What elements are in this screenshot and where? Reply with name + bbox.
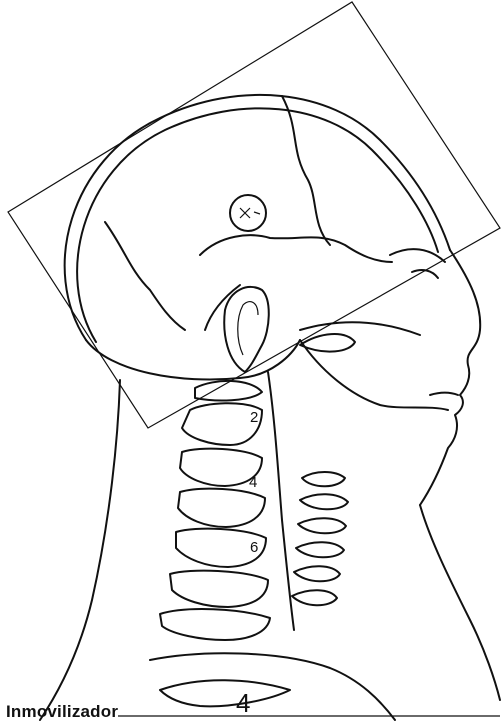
eye	[412, 270, 438, 278]
suture-lambdoid	[105, 222, 185, 330]
suture-parietal	[205, 285, 240, 330]
ear-inner	[238, 302, 258, 355]
clavicle	[150, 653, 395, 720]
trachea	[292, 472, 348, 605]
neck-front	[420, 505, 500, 700]
pharynx-wall	[268, 372, 294, 630]
neck-back	[40, 380, 120, 720]
cheek-line	[300, 322, 420, 335]
vertebra-label-4: 4	[249, 474, 257, 491]
shoulder-bone	[160, 680, 290, 706]
pituitary-marks	[240, 208, 260, 218]
face-profile	[420, 250, 480, 505]
caption-pointer-mark: 4	[236, 688, 250, 718]
skull-outline	[65, 95, 450, 340]
ear-outline	[224, 287, 269, 372]
pituitary-structure	[230, 195, 266, 231]
oral-line	[430, 393, 458, 395]
immobilizer-caption: Inmovilizador	[6, 702, 118, 722]
immobilizer-frame	[8, 2, 500, 428]
vertebra-label-6: 6	[250, 539, 258, 556]
vertebra-label-2: 2	[250, 409, 258, 426]
skull-base-ridge	[200, 235, 392, 262]
